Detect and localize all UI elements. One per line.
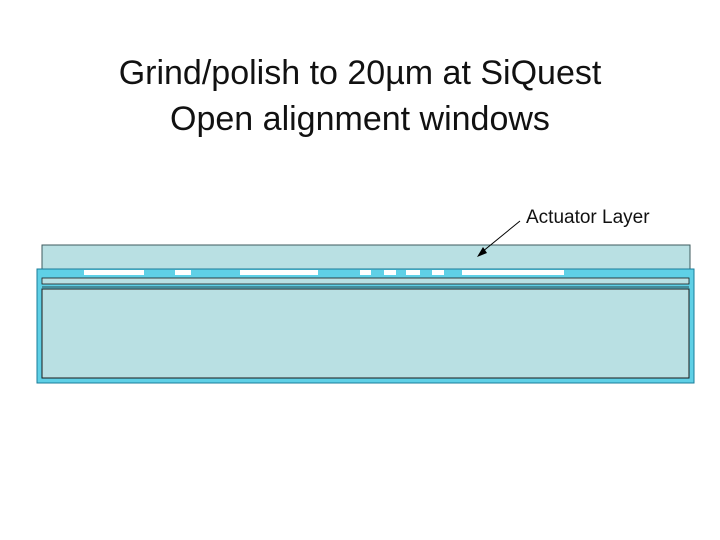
alignment-window: [384, 270, 396, 275]
title-line-1: Grind/polish to 20µm at SiQuest: [118, 54, 602, 92]
alignment-window: [175, 270, 191, 275]
alignment-window: [462, 270, 564, 275]
alignment-window: [84, 270, 144, 275]
callout-arrow-line: [481, 220, 521, 253]
handle-wafer: [41, 288, 690, 379]
alignment-window: [406, 270, 420, 275]
alignment-window: [360, 270, 371, 275]
bond-layer: [41, 277, 690, 285]
alignment-windows: [84, 270, 564, 275]
slide-title: Grind/polish to 20µm at SiQuest Open ali…: [0, 50, 720, 142]
callout-actuator-layer-label: Actuator Layer: [526, 207, 650, 228]
alignment-window: [432, 270, 444, 275]
title-line-2: Open alignment windows: [170, 100, 550, 138]
alignment-window: [240, 270, 318, 275]
callout-arrowhead: [477, 247, 487, 257]
